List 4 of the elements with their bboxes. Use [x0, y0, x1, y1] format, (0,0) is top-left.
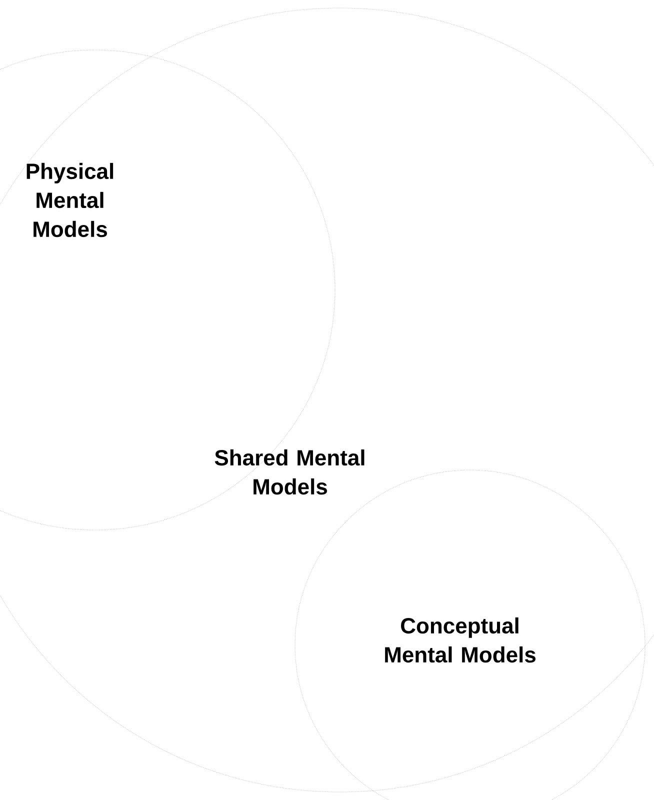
- circle-label: Physical Mental Models: [26, 162, 114, 238]
- circle-label: Conceptual Mental Models: [385, 617, 536, 663]
- circle-outline: [0, 8, 654, 792]
- circle-label: Shared Mental Models: [214, 449, 364, 495]
